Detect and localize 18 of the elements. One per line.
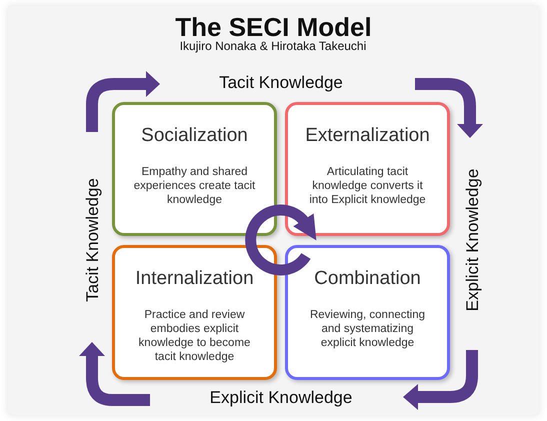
quadrant-box bbox=[112, 102, 277, 236]
quadrant-title: Socialization bbox=[141, 125, 248, 147]
subtitle: Ikujiro Nonaka & Hirotaka Takeuchi bbox=[180, 39, 366, 53]
quadrant-title: Combination bbox=[314, 268, 421, 290]
quadrant-box bbox=[112, 245, 277, 380]
quadrant-title: Internalization bbox=[135, 268, 254, 290]
quadrant-title: Externalization bbox=[305, 125, 430, 147]
axis-label: Explicit Knowledge bbox=[463, 168, 483, 312]
quadrant-description: Articulating tacit knowledge converts it into Explicit knowledge bbox=[308, 165, 427, 207]
title: The SECI Model bbox=[174, 12, 373, 42]
quadrant-box bbox=[285, 245, 450, 380]
quadrant-description: Reviewing, connecting and systematizing explicit knowledge bbox=[308, 308, 426, 350]
axis-label: Explicit Knowledge bbox=[210, 388, 352, 408]
quadrant-description: Practice and review embodies explicit knowledge to become tacit knowledge bbox=[138, 308, 252, 364]
axis-label: Tacit Knowledge bbox=[83, 178, 103, 302]
axis-label: Tacit Knowledge bbox=[219, 73, 343, 93]
quadrant-box bbox=[285, 102, 450, 236]
quadrant-description: Empathy and shared experiences create tacit knowledge bbox=[133, 165, 256, 207]
